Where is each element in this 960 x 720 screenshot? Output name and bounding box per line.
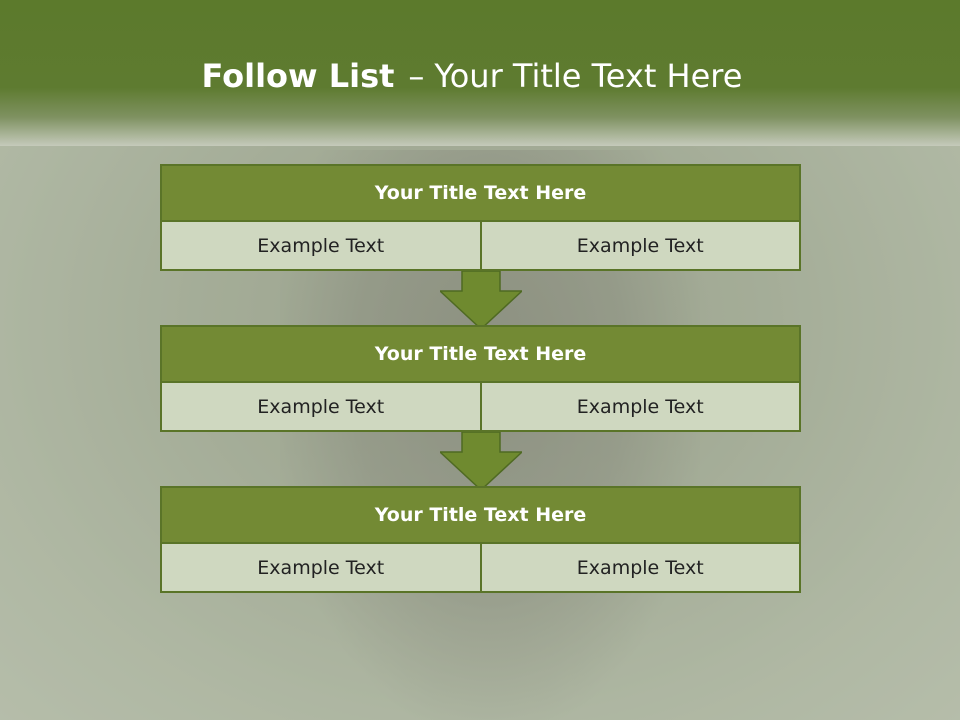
block-row: Example Text Example Text	[162, 222, 799, 269]
list-block-2: Your Title Text Here Example Text Exampl…	[160, 325, 801, 432]
block-cell-left: Example Text	[162, 544, 480, 591]
list-block-1: Your Title Text Here Example Text Exampl…	[160, 164, 801, 271]
down-arrow-icon	[440, 271, 522, 329]
block-row: Example Text Example Text	[162, 383, 799, 430]
block-cell-right: Example Text	[479, 383, 799, 430]
block-cell-left: Example Text	[162, 383, 480, 430]
block-cell-right: Example Text	[479, 222, 799, 269]
block-title: Your Title Text Here	[162, 166, 799, 222]
title-banner	[0, 0, 960, 146]
block-row: Example Text Example Text	[162, 544, 799, 591]
block-cell-left: Example Text	[162, 222, 480, 269]
slide-title: Follow List–Your Title Text Here	[0, 52, 944, 100]
block-cell-right: Example Text	[479, 544, 799, 591]
block-title: Your Title Text Here	[162, 488, 799, 544]
list-block-3: Your Title Text Here Example Text Exampl…	[160, 486, 801, 593]
block-title: Your Title Text Here	[162, 327, 799, 383]
title-separator: –	[408, 57, 425, 95]
down-arrow-icon	[440, 432, 522, 490]
title-rest-part: Your Title Text Here	[434, 57, 743, 95]
title-bold-part: Follow List	[201, 57, 395, 95]
